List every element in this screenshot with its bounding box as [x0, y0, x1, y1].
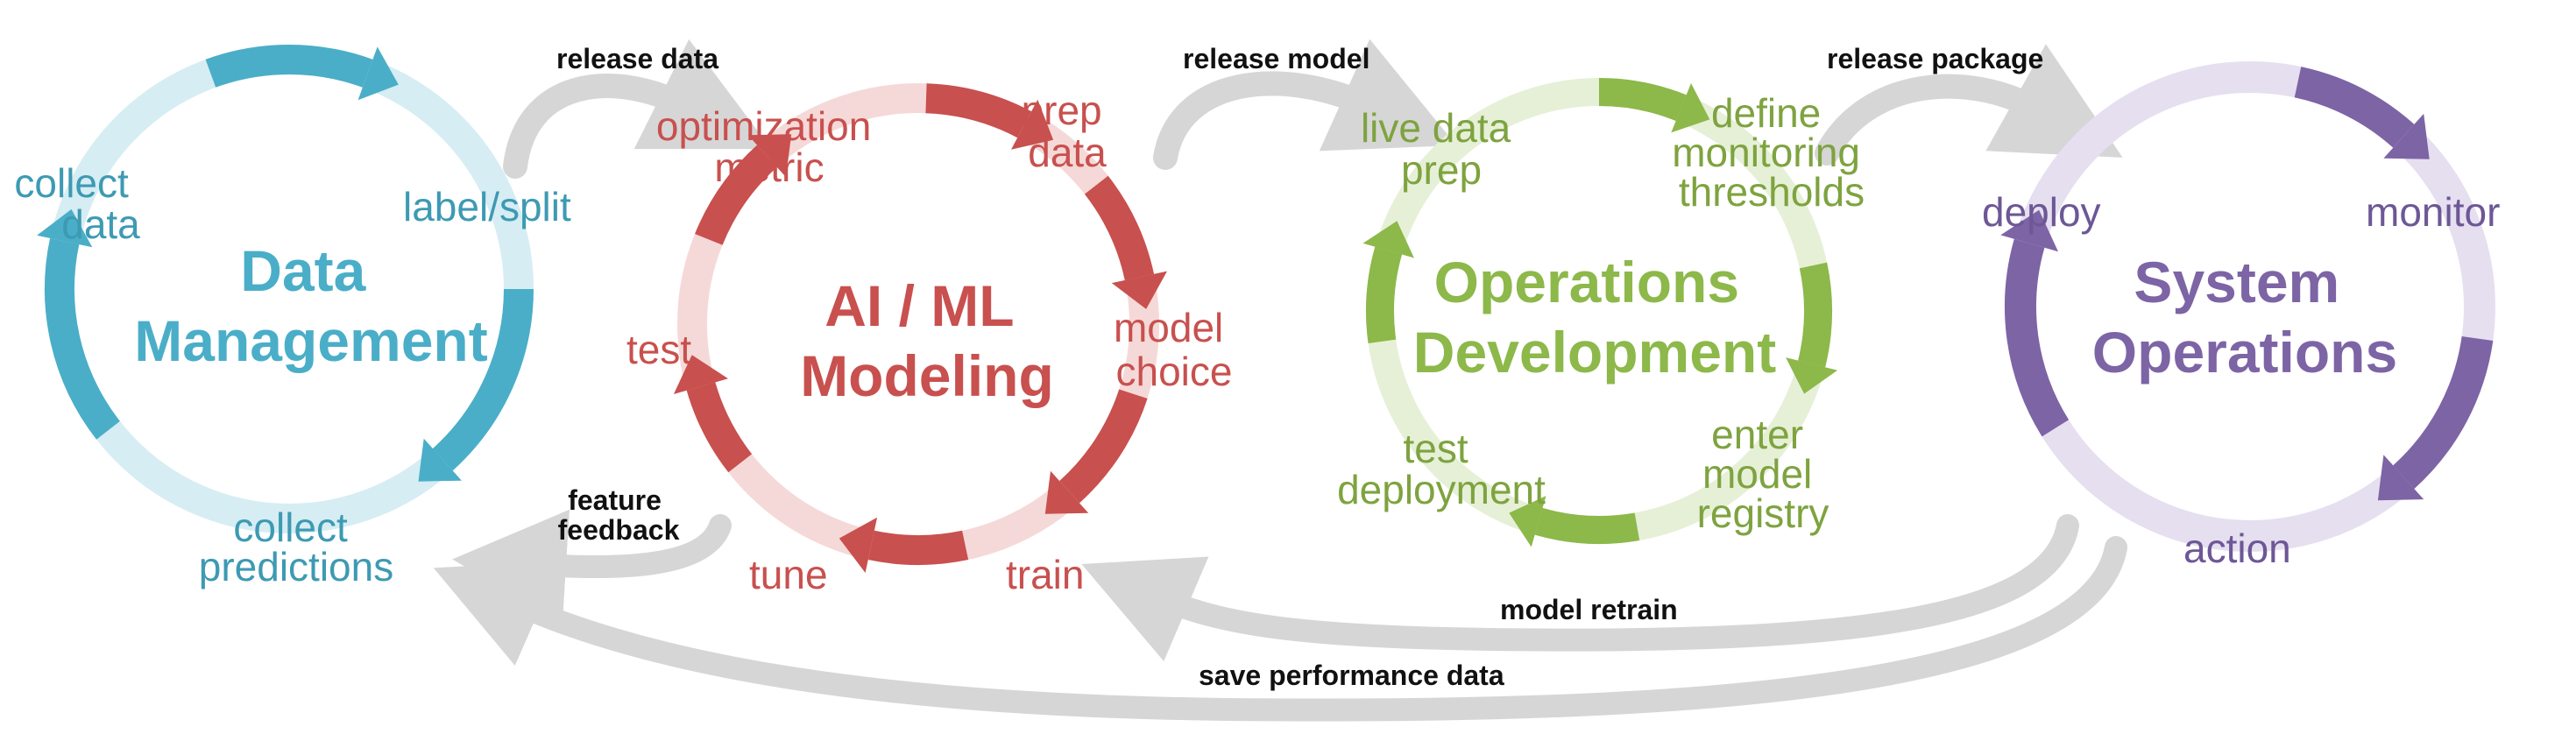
model-arrowhead-2 — [1111, 271, 1167, 309]
step-deploy: deploy — [1982, 189, 2101, 235]
sys-arrowhead-1 — [2383, 113, 2430, 159]
model-arrowhead-3 — [1044, 470, 1089, 514]
release-model-arrow — [1153, 39, 1457, 170]
sys-arrowhead-2 — [2377, 455, 2424, 501]
step-model-choice: model choice — [1114, 305, 1235, 394]
step-label-split: label/split — [403, 184, 571, 229]
ops-arc-4 — [1366, 246, 1403, 344]
ops-arrowhead-3 — [1509, 496, 1546, 547]
model-arc-4 — [867, 530, 969, 565]
label-model-retrain: model retrain — [1500, 594, 1678, 625]
ops-arrowhead-2 — [1786, 357, 1838, 394]
step-test-deployment: test deployment — [1337, 426, 1546, 512]
ops-arc-1 — [1598, 77, 1687, 122]
data-arc-1 — [205, 45, 373, 88]
sys-arc-1 — [2294, 67, 2415, 148]
model-arc-5 — [686, 382, 753, 473]
label-release-model: release model — [1183, 43, 1369, 74]
system-operations-title: System Operations — [2092, 250, 2397, 385]
ops-arc-2 — [1798, 262, 1832, 368]
step-enter-model-registry: enter model registry — [1697, 412, 1829, 536]
step-monitor: monitor — [2366, 189, 2500, 235]
step-collect-data: collect data — [14, 160, 140, 247]
model-arc-1 — [925, 83, 1032, 138]
save-performance-data-arrow — [433, 536, 2127, 722]
step-test: test — [626, 327, 691, 372]
release-data-arrow — [503, 39, 772, 179]
data-management-cycle — [37, 45, 534, 533]
sys-arrowhead-3 — [2000, 209, 2058, 252]
label-feature-feedback: feature feedback — [558, 484, 680, 546]
ai-ml-modeling-title: AI / ML Modeling — [800, 273, 1054, 408]
step-prep-data: prep data — [1022, 88, 1114, 175]
ops-arrowhead-4 — [1362, 221, 1414, 258]
label-release-package: release package — [1827, 43, 2043, 74]
step-train: train — [1006, 552, 1084, 597]
feature-feedback-arrow — [452, 509, 732, 624]
operations-development-title: Operations Development — [1413, 250, 1776, 385]
step-collect-predictions: collect predictions — [199, 505, 393, 589]
model-retrain-arrow — [1081, 514, 2079, 661]
data-arc-2 — [432, 288, 534, 471]
flow-labels: release data release model release packa… — [556, 43, 2043, 691]
data-management-title: Data Management — [134, 238, 487, 373]
step-define-monitoring-thresholds: define monitoring thresholds — [1672, 90, 1872, 215]
model-arrowhead-1 — [1011, 99, 1054, 150]
flow-arrows — [433, 39, 2127, 722]
system-operations-cycle — [2000, 61, 2495, 552]
step-action: action — [2183, 526, 2291, 571]
data-arrowhead-1 — [357, 46, 399, 101]
system-operations-labels: deploy monitor action System Operations — [1982, 189, 2500, 571]
step-tune: tune — [749, 552, 828, 597]
release-package-arrow — [1815, 44, 2123, 166]
step-live-data-prep: live data prep — [1361, 105, 1522, 193]
sys-arc-2 — [2393, 335, 2494, 490]
model-arc-6 — [695, 145, 778, 246]
data-arrowhead-2 — [418, 438, 462, 482]
ops-arrowhead-1 — [1671, 83, 1710, 133]
step-optimization-metric: optimization metric — [656, 103, 882, 190]
label-release-data: release data — [556, 43, 718, 74]
model-arrowhead-4 — [839, 517, 878, 573]
ai-ml-modeling-labels: optimization metric prep data model choi… — [626, 88, 1235, 597]
ai-ml-modeling-cycle — [673, 83, 1167, 573]
data-management-labels: collect data label/split collect predict… — [14, 160, 571, 589]
ops-arc-3 — [1534, 507, 1640, 544]
model-arrowhead-6 — [747, 134, 792, 178]
label-save-performance-data: save performance data — [1199, 660, 1504, 691]
data-arc-3 — [44, 237, 121, 440]
operations-development-labels: live data prep define monitoring thresho… — [1337, 90, 1872, 536]
sys-arc-3 — [2005, 238, 2070, 437]
model-arc-2 — [1084, 175, 1155, 281]
model-arc-3 — [1059, 389, 1148, 504]
operations-development-cycle — [1362, 77, 1838, 547]
data-arrowhead-3 — [37, 208, 93, 248]
model-arrowhead-5 — [673, 355, 728, 394]
